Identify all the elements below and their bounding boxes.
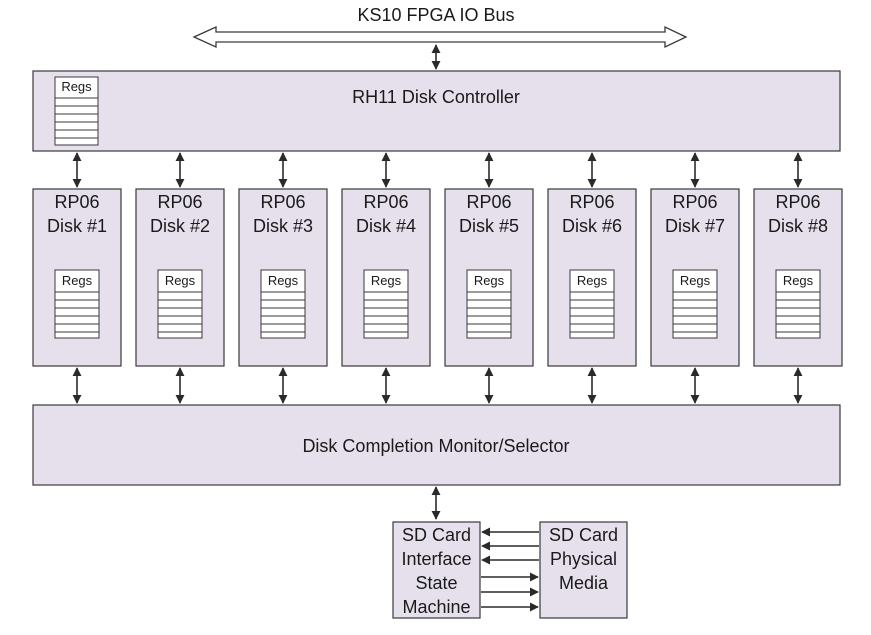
disk-regs-label: Regs [371, 273, 402, 288]
disk-regs-label: Regs [474, 273, 505, 288]
monitor-box: Disk Completion Monitor/Selector [32, 404, 841, 486]
disk-number-label: Disk #5 [459, 216, 519, 236]
disk-regs-label: Regs [783, 273, 814, 288]
disk-model-label: RP06 [363, 192, 408, 212]
disk-model-label: RP06 [569, 192, 614, 212]
disk-model-label: RP06 [54, 192, 99, 212]
monitor-label: Disk Completion Monitor/Selector [302, 436, 569, 456]
controller-regs-label: Regs [61, 79, 92, 94]
controller-regs: Regs [54, 76, 99, 146]
sd-media-line: Media [559, 573, 609, 593]
disk-regs-box [260, 269, 306, 339]
disk-regs-box [363, 269, 409, 339]
sd-media-line: Physical [550, 549, 617, 569]
sd-media-line: SD Card [549, 525, 618, 545]
io-bus-arrow [192, 25, 688, 49]
disk-regs-box [775, 269, 821, 339]
controller-label: RH11 Disk Controller [352, 87, 520, 107]
monitor-rect [32, 404, 841, 486]
io-bus-label: KS10 FPGA IO Bus [357, 5, 514, 25]
disk-model-label: RP06 [466, 192, 511, 212]
sd-media-rect [539, 521, 628, 619]
disk-regs-label: Regs [680, 273, 711, 288]
sd-media-box: SD Card Physical Media [539, 521, 628, 619]
disk-model-label: RP06 [775, 192, 820, 212]
disk-model-label: RP06 [157, 192, 202, 212]
disk-regs-label: Regs [165, 273, 196, 288]
controller-box: RH11 Disk Controller Regs [32, 70, 841, 152]
sd-signal-arrows [481, 527, 539, 612]
sd-interface-box: SD Card Interface State Machine [392, 521, 481, 619]
sd-interface-rect [392, 521, 481, 619]
sd-interface-line: State [415, 573, 457, 593]
disk-regs-box [466, 269, 512, 339]
sd-interface-line: Machine [402, 597, 470, 617]
disk-number-label: Disk #1 [47, 216, 107, 236]
disk-number-label: Disk #4 [356, 216, 416, 236]
controller-regs-box [54, 76, 99, 146]
sd-interface-line: Interface [401, 549, 471, 569]
io-bus: KS10 FPGA IO Bus [192, 5, 688, 49]
controller-rect [32, 70, 841, 152]
disk-regs-box [672, 269, 718, 339]
disk-number-label: Disk #7 [665, 216, 725, 236]
disk-model-label: RP06 [260, 192, 305, 212]
disk-number-label: Disk #3 [253, 216, 313, 236]
disk-regs-box [54, 269, 100, 339]
disk-regs-box [569, 269, 615, 339]
disk-number-label: Disk #6 [562, 216, 622, 236]
disk-regs-label: Regs [62, 273, 93, 288]
disk-regs-label: Regs [268, 273, 299, 288]
disk-number-label: Disk #8 [768, 216, 828, 236]
disk-model-label: RP06 [672, 192, 717, 212]
disk-regs-box [157, 269, 203, 339]
disk-regs-label: Regs [577, 273, 608, 288]
sd-interface-line: SD Card [402, 525, 471, 545]
disk-number-label: Disk #2 [150, 216, 210, 236]
